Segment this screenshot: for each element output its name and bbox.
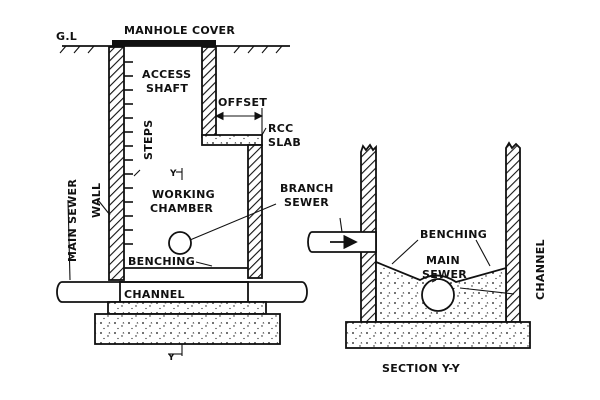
benching-left-label: BENCHING [128, 255, 195, 268]
working-chamber-label-2: CHAMBER [150, 202, 213, 215]
section-base [345, 321, 531, 349]
section-right-wall [505, 141, 521, 323]
channel-right-label: CHANNEL [534, 239, 547, 300]
rcc-label-2: SLAB [268, 136, 301, 149]
longitudinal-section: G.L MANHOLE COVER ACCESS SHAFT OFFSET RC… [56, 24, 334, 363]
benching-leader [195, 261, 213, 267]
wall-leader [97, 199, 111, 216]
wall-label: WALL [90, 183, 103, 218]
ground-line [59, 45, 290, 54]
rcc-leader [261, 127, 267, 136]
chamber-right-wall [247, 144, 263, 279]
rcc-label-1: RCC [268, 122, 294, 135]
main-sewer-leader [67, 199, 71, 281]
section-title: SECTION Y-Y [382, 362, 461, 375]
gl-label: G.L [56, 30, 77, 43]
offset-label: OFFSET [218, 96, 267, 109]
access-shaft-label-2: SHAFT [146, 82, 188, 95]
section-channel-leader [459, 287, 515, 295]
shaft-right-wall [201, 46, 217, 138]
y-top-label: Y [169, 169, 177, 179]
main-sewer-right-label-1: MAIN [426, 254, 460, 267]
steps [124, 61, 133, 245]
section-main-sewer [421, 278, 455, 312]
section-main-sewer-leader [431, 279, 437, 283]
section-line [168, 168, 183, 356]
steps-label: STEPS [142, 120, 155, 160]
foundation-base [94, 313, 281, 345]
branch-sewer-pipe [168, 231, 192, 255]
section-benching-leader-1 [391, 239, 419, 265]
y-bottom-label: Y [167, 353, 175, 363]
foundation-top [107, 301, 267, 315]
steps-leader [133, 169, 141, 177]
section-branch-leader [339, 217, 343, 233]
manhole-cover-label: MANHOLE COVER [124, 24, 235, 37]
left-wall [108, 46, 125, 281]
offset-dimension [214, 108, 264, 135]
working-chamber-label-1: WORKING [152, 188, 215, 201]
benching-right-label: BENCHING [420, 228, 487, 241]
channel-left-label: CHANNEL [124, 288, 185, 301]
branch-leader [189, 203, 277, 241]
rcc-slab [201, 134, 263, 146]
section-branch-pipe [307, 231, 377, 253]
cross-section: BENCHING MAIN SEWER CHANNEL SECTION Y-Y [307, 141, 547, 375]
manhole-cover [112, 40, 216, 46]
branch-sewer-label-1: BRANCH [280, 182, 334, 195]
main-sewer-right-label-2: SEWER [422, 268, 467, 281]
section-benching-leader-2 [475, 239, 491, 267]
access-shaft-label-1: ACCESS [142, 68, 191, 81]
branch-sewer-label-2: SEWER [284, 196, 329, 209]
main-sewer-left-label: MAIN SEWER [66, 179, 79, 262]
